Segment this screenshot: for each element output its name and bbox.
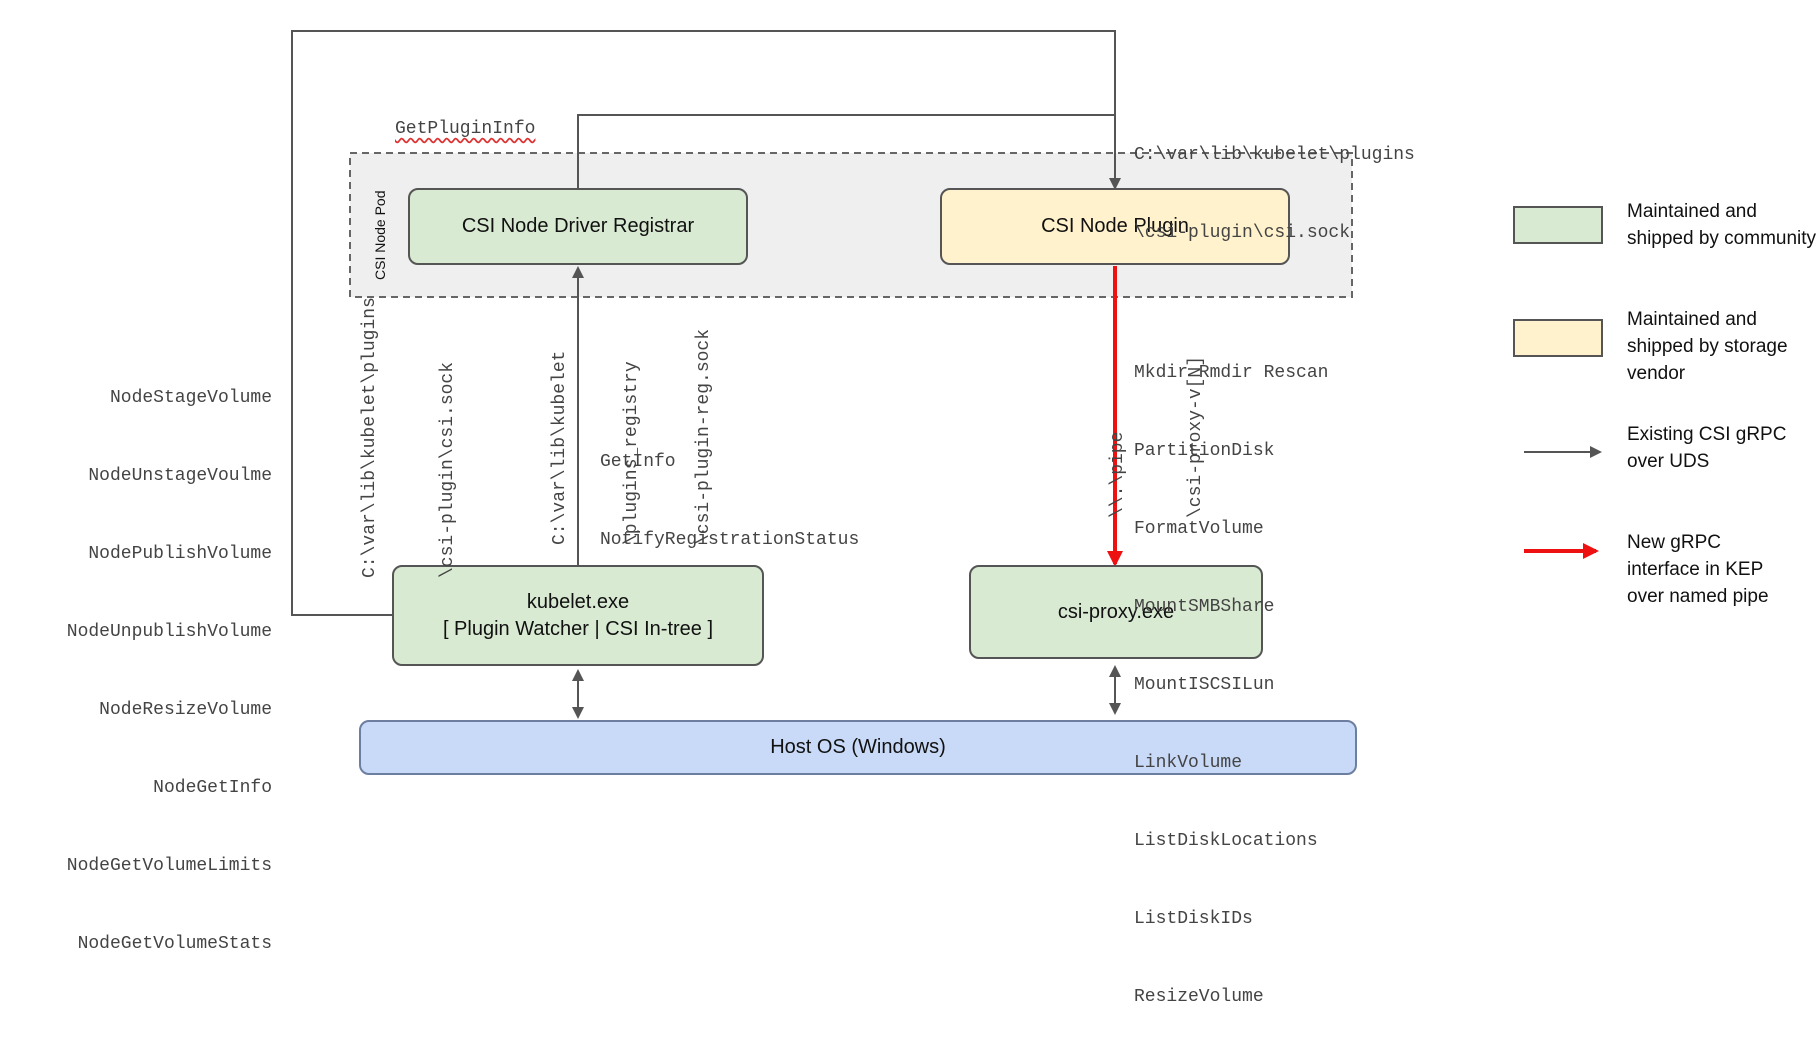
proxy-call-item: ListDiskLocations [1134, 831, 1318, 851]
kubelet-to-plugin-connector [291, 30, 1121, 616]
proxy-call-item: LinkVolume [1134, 753, 1243, 773]
legend-new-text: New gRPC interface in KEP over named pip… [1627, 532, 1769, 607]
proxy-call-item: ResizeVolume [1134, 987, 1264, 1007]
node-call-item: NodeUnstageVoulme [88, 466, 272, 486]
proxy-call-item: Mkdir Rmdir Rescan [1134, 363, 1329, 383]
node-call-item: NodeStageVolume [109, 388, 272, 408]
proxy-calls-list: Mkdir Rmdir Rescan PartitionDisk FormatV… [1134, 308, 1328, 1062]
node-call-item: NodeGetVolumeStats [77, 934, 272, 954]
kubelet-box[interactable]: kubelet.exe [ Plugin Watcher | CSI In-tr… [392, 565, 764, 666]
kubelet-plugin-socket-line2: \csi-plugin\csi.sock [438, 361, 458, 578]
node-call-item: NodePublishVolume [88, 544, 272, 564]
proxy-call-item: PartitionDisk [1134, 441, 1275, 461]
get-plugin-info-label: GetPluginInfo [395, 119, 536, 139]
legend-community-text: Maintained and shipped by community [1627, 201, 1817, 249]
node-calls-list: NodeStageVolume NodeUnstageVoulme NodePu… [10, 333, 272, 1009]
registration-call-item: NotifyRegistrationStatus [600, 530, 860, 550]
plugin-socket-path-line1: C:\var\lib\kubelet\plugins [1134, 145, 1415, 165]
registration-calls-list: GetInfo NotifyRegistrationStatus [600, 397, 859, 605]
node-call-item: NodeUnpublishVolume [66, 622, 272, 642]
proxy-call-item: ListDiskIDs [1134, 909, 1253, 929]
csi-node-driver-registrar-box[interactable]: CSI Node Driver Registrar [408, 188, 748, 265]
proxy-call-item: FormatVolume [1134, 519, 1264, 539]
plugin-socket-path-line2: \csi-plugin\csi.sock [1134, 223, 1351, 243]
proxy-call-item: MountISCSILun [1134, 675, 1275, 695]
plugin-socket-path-label: C:\var\lib\kubelet\plugins \csi-plugin\c… [1134, 90, 1415, 298]
named-pipe-line1: \\.\pipe [1108, 431, 1128, 518]
registration-socket-line1: C:\var\lib\kubelet [550, 350, 570, 545]
legend-community-swatch [1513, 206, 1603, 244]
kubelet-subtitle: [ Plugin Watcher | CSI In-tree ] [442, 617, 714, 640]
node-call-item: NodeResizeVolume [99, 700, 272, 720]
legend-vendor-swatch [1513, 319, 1603, 357]
csi-node-plugin-box[interactable]: CSI Node Plugin [940, 188, 1290, 265]
node-call-item: NodeGetInfo [153, 778, 272, 798]
kubelet-plugin-socket-vertical-label: C:\var\lib\kubelet\plugins \csi-plugin\c… [305, 297, 513, 578]
diagram-canvas: CSI Node Pod CSI Node Driver Registrar C… [67, 30, 1817, 1007]
legend-vendor-text: Maintained and shipped by storage vendor [1627, 309, 1788, 384]
csi-proxy-box[interactable]: csi-proxy.exe [969, 565, 1263, 659]
legend-existing-text: Existing CSI gRPC over UDS [1627, 424, 1787, 472]
proxy-call-item: MountSMBShare [1134, 597, 1275, 617]
registrar-to-plugin-connector [577, 114, 1115, 188]
kubelet-title: kubelet.exe [526, 590, 630, 613]
registration-call-item: GetInfo [600, 452, 676, 472]
host-os-box[interactable]: Host OS (Windows) [359, 720, 1357, 775]
kubelet-plugin-socket-line1: C:\var\lib\kubelet\plugins [360, 297, 380, 578]
node-call-item: NodeGetVolumeLimits [66, 856, 272, 876]
csi-node-pod-label: CSI Node Pod [372, 190, 388, 281]
connector-layer [291, 30, 1602, 719]
